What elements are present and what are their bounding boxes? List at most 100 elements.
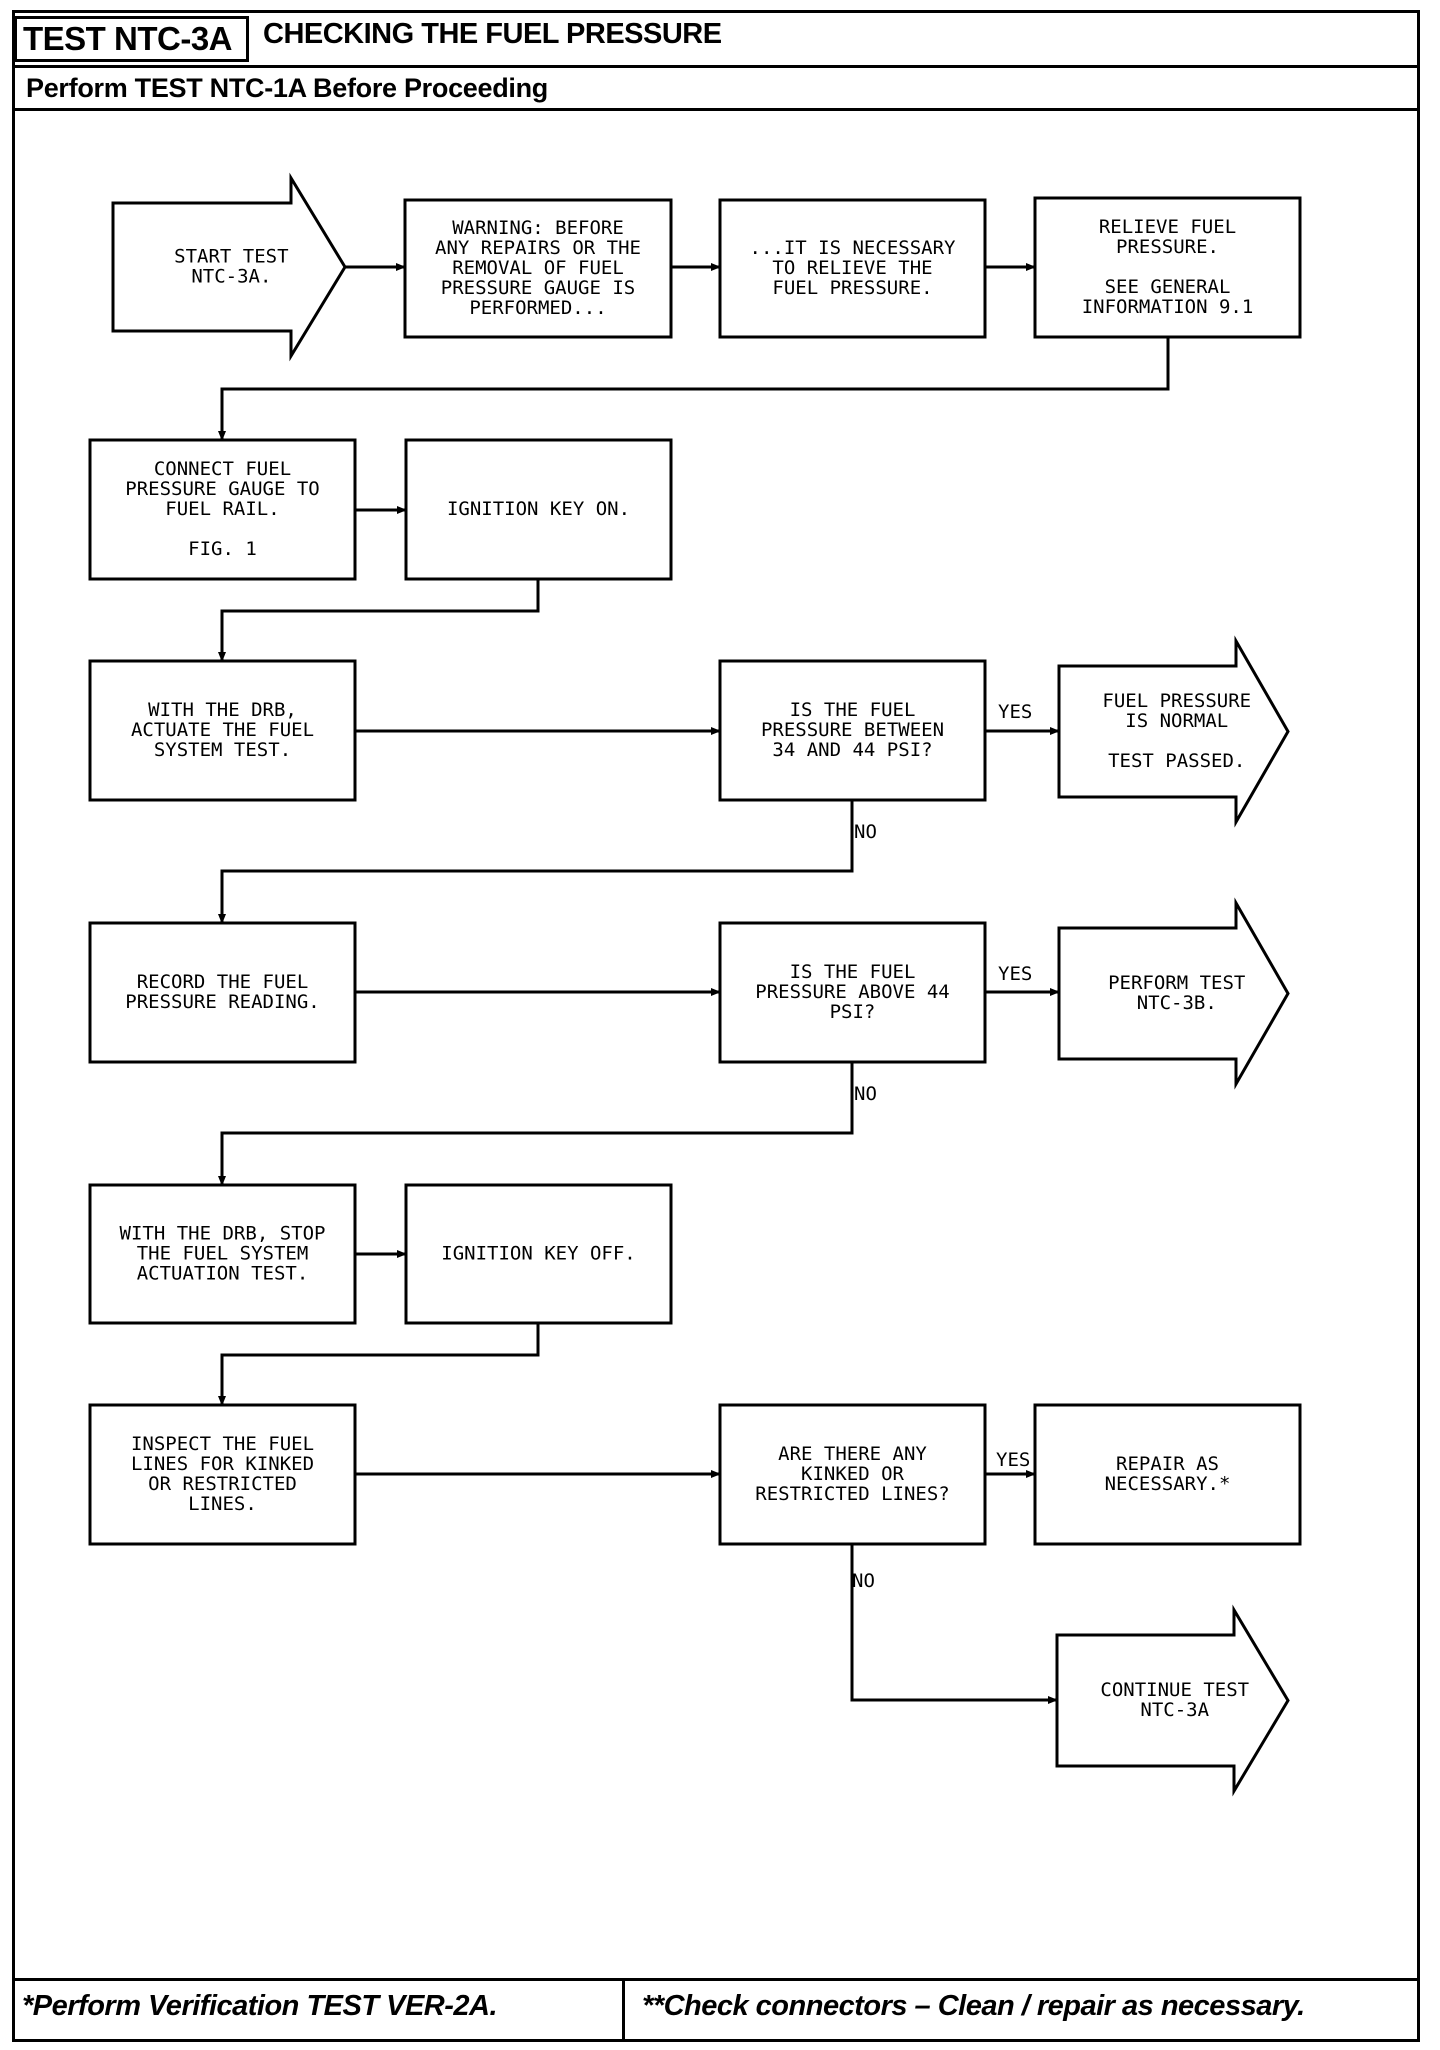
process-box-shape [88, 659, 357, 802]
process-box-shape [404, 438, 673, 581]
prerequisite-note: Perform TEST NTC-1A Before Proceeding [26, 73, 548, 103]
flow-node-text-line: CONNECT FUEL [154, 458, 291, 480]
flow-node-text-line: ANY REPAIRS OR THE [435, 237, 641, 259]
flow-node-text-line: RECORD THE FUEL [137, 971, 309, 993]
process-box-shape [1033, 196, 1302, 339]
arrow-terminal-shape [1055, 1604, 1290, 1797]
flow-node-text-line: FUEL PRESSURE [1102, 690, 1251, 712]
flow-node-text-line: TO RELIEVE THE [772, 257, 932, 279]
flow-connector [850, 1544, 1058, 1704]
flow-node-text-line: IS THE FUEL [790, 961, 916, 983]
flow-node-text-line: IGNITION KEY OFF. [441, 1243, 635, 1265]
flow-node-text-line: ACTUATION TEST. [137, 1263, 309, 1285]
process-box-shape [88, 921, 357, 1064]
flow-node-text-line: 34 AND 44 PSI? [772, 739, 932, 761]
flow-node-text-line: SEE GENERAL [1105, 276, 1231, 298]
footer-column-divider [622, 1978, 625, 2040]
process-box-shape [88, 438, 357, 581]
process-box-shape [88, 1183, 357, 1325]
flow-node-text-line: NECESSARY.* [1105, 1473, 1231, 1495]
flow-node-text-line: RELIEVE FUEL [1099, 216, 1236, 238]
flow-node-text-line: THE FUEL SYSTEM [137, 1243, 309, 1265]
process-box-shape [718, 659, 987, 802]
edge-label-no: NO [854, 821, 877, 843]
flow-node-text-line: FUEL PRESSURE. [772, 277, 932, 299]
edge-label-yes: YES [996, 1449, 1030, 1471]
page-border [12, 10, 1420, 2042]
flow-node-text-line: PRESSURE GAUGE TO [125, 478, 319, 500]
process-box-shape [718, 921, 987, 1064]
arrow-terminal-shape [1057, 635, 1290, 828]
header-divider [12, 65, 1420, 68]
edge-label-yes: YES [998, 701, 1032, 723]
flow-node-text: IGNITION KEY ON. [447, 498, 630, 520]
flow-node-text-line: NTC-3A [1140, 1699, 1209, 1721]
edge-label-no: NO [852, 1570, 875, 1592]
flow-connector [218, 337, 1170, 441]
flow-node-text-line: NTC-3A. [191, 266, 271, 288]
edge-label-no: NO [854, 1083, 877, 1105]
process-box-shape [403, 198, 673, 339]
flow-node-text-line: START TEST [174, 246, 288, 268]
flow-node-text-line: IS THE FUEL [790, 699, 916, 721]
flow-node-text-line: IS NORMAL [1125, 710, 1228, 732]
process-box-shape [404, 1183, 673, 1325]
flow-node-text-line: IGNITION KEY ON. [447, 498, 630, 520]
arrow-terminal-shape [111, 172, 347, 362]
flow-node-text-line: WARNING: BEFORE [452, 217, 624, 239]
flow-node-text-line: ...IT IS NECESSARY [750, 237, 956, 259]
flow-node-text-line: PRESSURE BETWEEN [761, 719, 944, 741]
flow-node-key-on: IGNITION KEY ON. [404, 438, 673, 581]
flow-node-text-line: KINKED OR [801, 1463, 905, 1485]
flow-node-text-line: ARE THERE ANY [778, 1443, 927, 1465]
flow-node-text-line: PSI? [830, 1001, 876, 1023]
flow-node-text-line: INFORMATION 9.1 [1082, 296, 1254, 318]
process-box-shape [718, 1403, 987, 1546]
flow-node-text-line: PRESSURE. [1116, 236, 1219, 258]
flow-node-text-line: LINES FOR KINKED [131, 1453, 314, 1475]
flow-node-text-line: REPAIR AS [1116, 1453, 1219, 1475]
header-divider-bottom [12, 108, 1420, 111]
process-box-shape [88, 1403, 357, 1546]
flow-node-text-line: LINES. [188, 1493, 257, 1515]
flow-connector [218, 800, 854, 924]
process-box-shape [1033, 1403, 1302, 1546]
flow-node-text-line: TEST PASSED. [1108, 750, 1245, 772]
process-box-shape [718, 198, 987, 339]
flow-node-text-line: PERFORMED... [469, 297, 606, 319]
arrow-terminal-shape [1057, 897, 1290, 1090]
flow-node-text-line: PRESSURE READING. [125, 991, 319, 1013]
page-title: CHECKING THE FUEL PRESSURE [263, 18, 722, 50]
flow-node-text-line: OR RESTRICTED [148, 1473, 297, 1495]
